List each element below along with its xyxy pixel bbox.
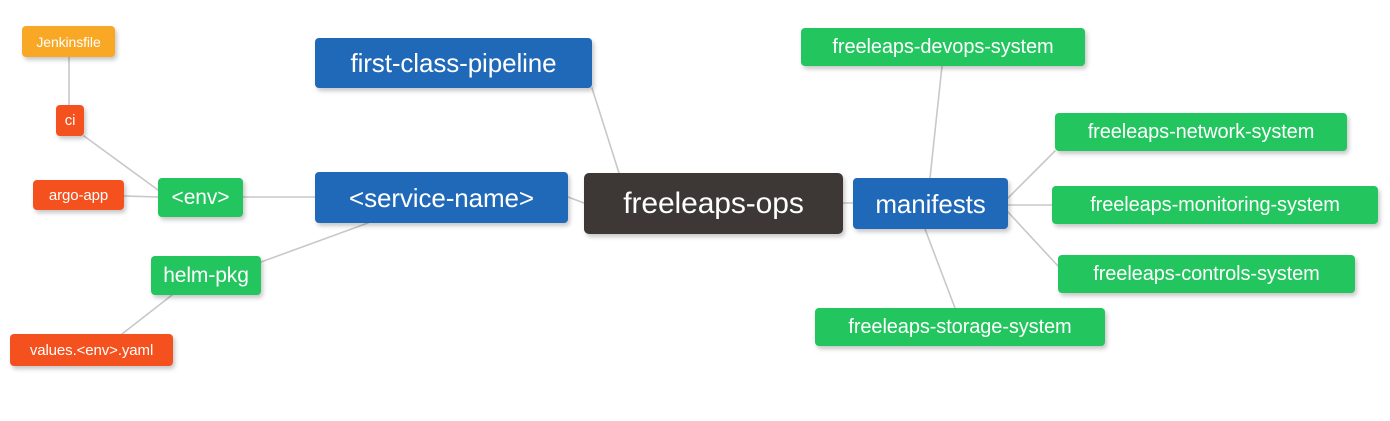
node-argo-app[interactable]: argo-app — [33, 180, 124, 210]
node-label: values.<env>.yaml — [29, 341, 154, 359]
node-label: Jenkinsfile — [36, 33, 101, 50]
node-values-env-yaml[interactable]: values.<env>.yaml — [10, 334, 173, 366]
node-label: first-class-pipeline — [350, 48, 557, 78]
node-label: manifests — [875, 188, 986, 219]
node-freeleaps-monitoring-system[interactable]: freeleaps-monitoring-system — [1052, 186, 1378, 224]
node-manifests[interactable]: manifests — [853, 178, 1008, 229]
node-label: freeleaps-controls-system — [1093, 263, 1320, 285]
edge-manifests-to-freeleaps-devops-system — [929, 65, 943, 179]
node-freeleaps-controls-system[interactable]: freeleaps-controls-system — [1058, 255, 1355, 293]
node-label: freeleaps-devops-system — [832, 36, 1054, 58]
node-freeleaps-devops-system[interactable]: freeleaps-devops-system — [801, 28, 1085, 66]
node-label: argo-app — [48, 186, 109, 204]
edge-manifests-to-freeleaps-network-system — [1007, 150, 1056, 199]
edge-freeleaps-ops-to-service-name — [567, 196, 585, 204]
edge-manifests-to-freeleaps-storage-system — [924, 228, 956, 309]
node-label: freeleaps-storage-system — [848, 316, 1072, 338]
edge-freeleaps-ops-to-first-class-pipeline — [591, 87, 620, 174]
node-label: <service-name> — [348, 182, 535, 213]
node-label: ci — [64, 112, 76, 129]
node-label: helm-pkg — [163, 264, 249, 287]
node-freeleaps-network-system[interactable]: freeleaps-network-system — [1055, 113, 1347, 151]
edge-env-to-argo-app — [123, 195, 159, 198]
node-ci[interactable]: ci — [56, 105, 84, 136]
node-label: <env> — [171, 186, 230, 209]
edge-service-name-to-helm-pkg — [260, 222, 369, 263]
node-env[interactable]: <env> — [158, 178, 243, 217]
node-jenkinsfile[interactable]: Jenkinsfile — [22, 26, 115, 57]
node-freeleaps-ops[interactable]: freeleaps-ops — [584, 173, 843, 234]
node-helm-pkg[interactable]: helm-pkg — [151, 256, 261, 295]
node-service-name[interactable]: <service-name> — [315, 172, 568, 223]
edge-helm-pkg-to-values-env-yaml — [121, 294, 173, 335]
node-label: freeleaps-network-system — [1087, 121, 1315, 143]
node-label: freeleaps-ops — [623, 186, 804, 220]
node-first-class-pipeline[interactable]: first-class-pipeline — [315, 38, 592, 88]
node-label: freeleaps-monitoring-system — [1090, 194, 1340, 216]
edge-manifests-to-freeleaps-controls-system — [1007, 211, 1059, 267]
node-freeleaps-storage-system[interactable]: freeleaps-storage-system — [815, 308, 1105, 346]
